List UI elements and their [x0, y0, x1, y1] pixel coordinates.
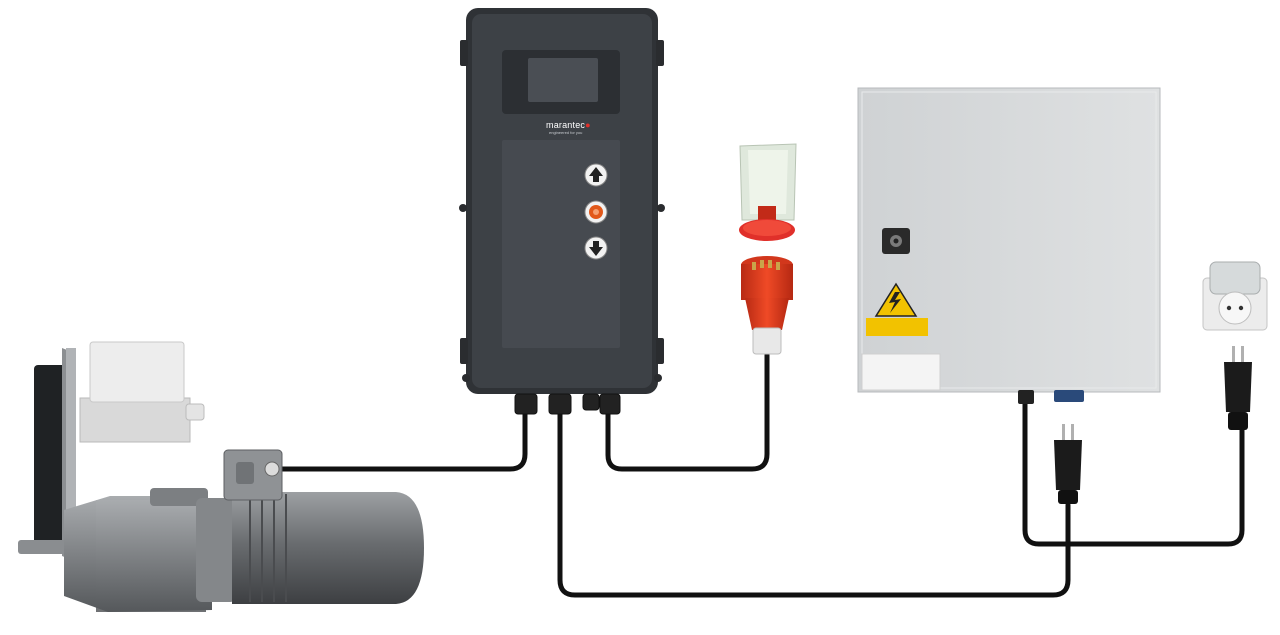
button-panel — [502, 140, 620, 348]
cable-gland — [264, 461, 280, 477]
cables — [279, 352, 1245, 598]
lock-icon — [882, 228, 910, 254]
cee-plug-cable — [605, 352, 770, 472]
schuko-plug-center — [1054, 424, 1082, 504]
arrow-down-icon — [584, 236, 608, 260]
control-unit — [459, 8, 665, 415]
wall-socket — [1202, 261, 1268, 331]
schuko-plug-right — [1224, 346, 1252, 430]
stop-icon — [584, 200, 608, 224]
cabinet-cable — [1022, 392, 1245, 547]
power-cable-main — [557, 397, 1071, 598]
warning-sign-icon — [866, 282, 928, 336]
cee-plug — [741, 256, 793, 355]
rating-plate — [861, 353, 941, 391]
arrow-up-icon — [584, 163, 608, 187]
limit-switch-box — [79, 341, 205, 443]
gear-motor — [18, 341, 424, 612]
motor-cable — [279, 397, 528, 472]
cee-socket — [739, 143, 797, 241]
electrical-cabinet — [857, 87, 1161, 404]
